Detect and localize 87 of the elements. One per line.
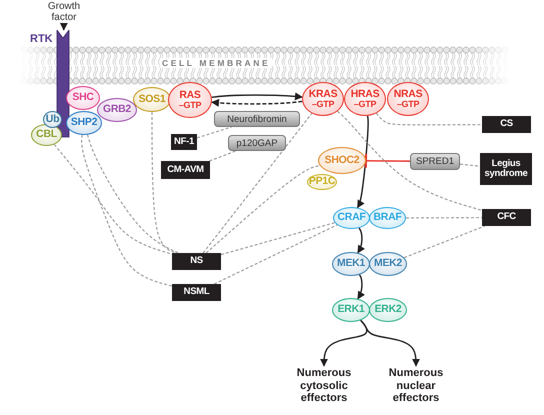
protein-name: ERK2 — [374, 304, 402, 316]
leader-line — [206, 165, 320, 254]
protein-ellipse — [302, 82, 344, 116]
protein-name: Neurofibromin — [227, 114, 287, 124]
protein-ellipse — [333, 207, 370, 229]
stimulus-label: Growth factor — [42, 0, 86, 24]
protein-ellipse — [332, 252, 370, 276]
protein-name: HRAS — [350, 88, 380, 100]
gtp-label: –GTP — [396, 100, 420, 110]
protein-name: KRAS — [308, 88, 338, 100]
leader-line — [404, 225, 486, 258]
protein-box — [410, 153, 460, 170]
syndrome-name: NS — [190, 256, 203, 267]
syndrome-tag — [480, 153, 532, 185]
protein-name: CBL — [36, 129, 57, 140]
protein-name: Ub — [46, 114, 60, 125]
protein-ellipse — [344, 82, 386, 116]
protein-name: PP1C — [308, 176, 336, 188]
gtp-label: –GTP — [354, 100, 376, 110]
leader-line — [460, 164, 480, 167]
syndrome-tag — [172, 253, 221, 270]
effector-label: Numerous cytosolic effectors — [290, 366, 358, 406]
syndrome-name: NF-1 — [174, 136, 194, 148]
syndrome-tag — [482, 116, 531, 133]
arrow — [357, 228, 365, 254]
gtp-label: –GTP — [178, 100, 202, 110]
syndrome-tag — [171, 134, 197, 150]
arrow — [356, 116, 369, 208]
protein-ellipse — [168, 82, 212, 118]
protein-name: MEK2 — [374, 258, 402, 270]
arrow — [360, 320, 420, 367]
protein-name: GRB2 — [103, 104, 131, 116]
protein-name: NRAS — [394, 88, 422, 100]
inhibition-line — [364, 152, 410, 169]
syndrome-tag — [482, 209, 531, 226]
protein-ellipse — [369, 298, 407, 322]
protein-ellipse — [133, 87, 171, 112]
syndrome-name: Legius syndrome — [483, 158, 528, 180]
leader-line — [86, 134, 179, 254]
leader-line — [209, 150, 236, 162]
arrow — [212, 92, 303, 100]
protein-name: MEK1 — [337, 258, 365, 270]
leader-line — [220, 222, 335, 256]
protein-box — [228, 135, 286, 151]
membrane-label: CELL MEMBRANE — [160, 58, 272, 68]
arrow — [60, 22, 68, 31]
leader-line — [214, 224, 338, 284]
leader-line — [337, 110, 482, 211]
receptor-label: RTK — [30, 33, 53, 45]
protein-name: RAS — [179, 90, 201, 101]
protein-ellipse — [31, 124, 62, 146]
protein-name: BRAF — [374, 212, 402, 224]
leader-line — [202, 113, 312, 254]
protein-box — [214, 111, 300, 127]
syndrome-tag — [161, 161, 210, 179]
leader-line — [196, 126, 232, 138]
protein-ellipse — [318, 147, 366, 174]
syndrome-name: CFC — [497, 212, 516, 223]
syndrome-name: CM-AVM — [167, 164, 204, 176]
protein-ellipse — [369, 207, 406, 229]
effector-label: Numerous nuclear effectors — [384, 366, 448, 406]
protein-name: p120GAP — [236, 138, 278, 148]
protein-ellipse — [66, 111, 102, 135]
protein-name: CRAF — [338, 212, 366, 224]
leader-line — [151, 112, 176, 254]
protein-ellipse — [387, 82, 429, 116]
protein-name: SOS1 — [138, 94, 166, 105]
arrow — [211, 98, 302, 107]
leader-line — [376, 112, 482, 126]
syndrome-name: NSML — [184, 287, 210, 298]
protein-ellipse — [43, 111, 62, 128]
protein-ellipse — [97, 98, 137, 122]
leader-line — [81, 134, 172, 287]
protein-name: SPRED1 — [416, 156, 454, 167]
syndrome-tag — [172, 284, 221, 301]
leader-line — [54, 144, 172, 255]
protein-name: SHOC2 — [324, 154, 360, 166]
protein-name: ERK1 — [338, 304, 364, 316]
syndrome-name: CS — [500, 119, 513, 130]
arrow — [357, 274, 365, 300]
protein-ellipse — [66, 86, 100, 110]
protein-name: SHP2 — [70, 117, 98, 128]
protein-ellipse — [369, 252, 407, 276]
leader-line — [406, 217, 482, 218]
protein-ellipse — [332, 298, 370, 322]
gtp-label: –GTP — [312, 100, 334, 110]
protein-name: SHC — [72, 92, 94, 104]
